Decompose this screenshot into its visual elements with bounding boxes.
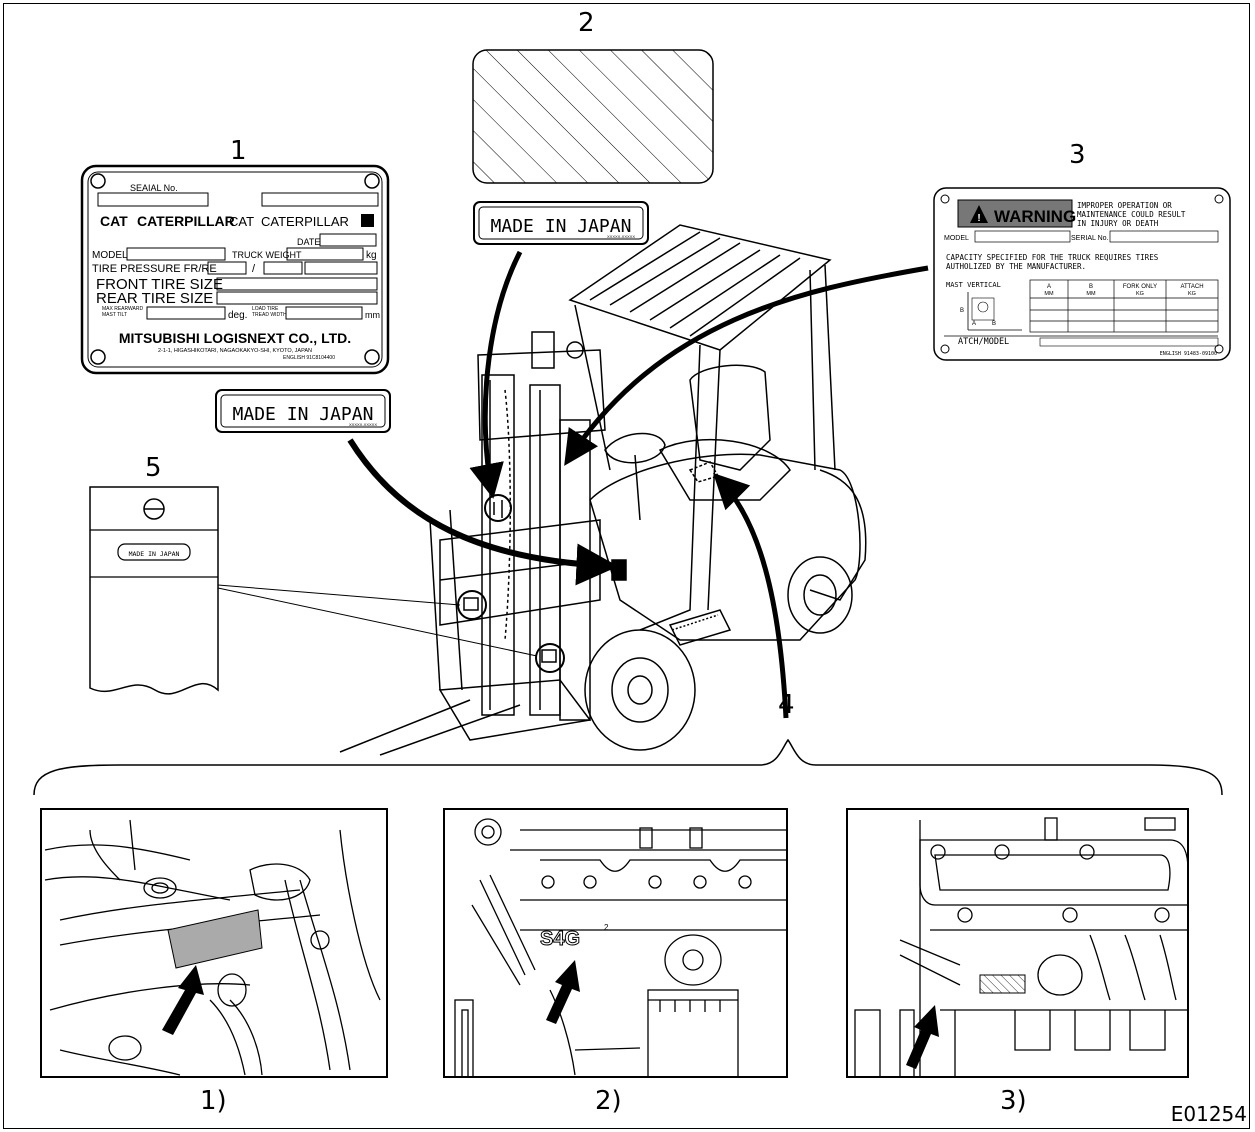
plate1-mm-unit: mm <box>365 310 380 320</box>
plate3-unit-mm1: MM <box>1044 291 1054 297</box>
caption-subfig-3: 3) <box>1000 1086 1027 1116</box>
callout-3: 3 <box>1069 140 1086 170</box>
callout-4: 4 <box>778 690 795 720</box>
made-in-japan-label-left: MADE IN JAPAN XXXXX-XXXXX <box>216 390 390 432</box>
callout-2: 2 <box>578 8 595 38</box>
plate3-warning-text-2: MAINTENANCE COULD RESULT <box>1077 210 1186 219</box>
plate3-unit-kg1: KG <box>1136 291 1144 297</box>
plate1-rear-tire-label: REAR TIRE SIZE <box>96 290 213 307</box>
plate3-col-fork: FORK ONLY <box>1123 284 1157 290</box>
plate3-unit-mm2: MM <box>1086 291 1096 297</box>
svg-text:!: ! <box>977 213 980 224</box>
plate3-warning: WARNING <box>994 207 1076 226</box>
plate3-mast-label: MAST VERTICAL <box>946 281 1001 289</box>
plate3-diagram-b: B <box>960 308 964 314</box>
plate1-deg-unit: deg. <box>228 310 247 321</box>
plate3-unit-kg2: KG <box>1188 291 1196 297</box>
plate3-model-label: MODEL <box>944 235 969 242</box>
plate3-atch-label: ATCH/MODEL <box>958 337 1009 347</box>
figure-id: E01254 <box>1171 1102 1247 1126</box>
plate3-col-b: B <box>1089 284 1093 290</box>
plate1-part-no: ENGLISH 91C8104400 <box>283 355 335 361</box>
plate1-brand-caterpillar-2: CATERPILLAR <box>261 214 349 229</box>
plate1-brand-caterpillar: CATERPILLAR <box>137 213 235 229</box>
forklift-illustration <box>340 225 866 755</box>
plate3-col-attach: ATTACH <box>1180 284 1203 290</box>
plate1-address: 2-1-1, HIGASHIKOTARI, NAGAOKAKYO-SHI, KY… <box>158 348 312 354</box>
plate3-col-a: A <box>1047 284 1051 290</box>
plate1-kg-unit: kg <box>366 250 377 261</box>
plate1-brand-cat-2: CAT <box>229 214 254 229</box>
plate1-date-label: DATE <box>297 237 320 247</box>
plate-2 <box>473 50 713 183</box>
plate1-truck-weight-label: TRUCK WEIGHT <box>232 250 302 260</box>
caption-subfig-1: 1) <box>200 1086 227 1116</box>
callout-1: 1 <box>230 136 247 166</box>
plate3-capacity-2: AUTHOLIZED BY THE MANUFACTURER. <box>946 262 1086 271</box>
caption-subfig-2: 2) <box>595 1086 622 1116</box>
callout-5: 5 <box>145 453 162 483</box>
detail-1 <box>41 809 387 1077</box>
plate3-serial-label: SERIAL No. <box>1071 235 1109 242</box>
plate3-diagram-a: A <box>972 321 976 327</box>
detail2-engine-marking: S4G <box>540 928 580 950</box>
plate1-tire-pressure-label: TIRE PRESSURE FR/RE <box>92 263 217 275</box>
plate3-warning-text-1: IMPROPER OPERATION OR <box>1077 201 1172 210</box>
plate1-model-label: MODEL <box>92 250 128 261</box>
plate1-brand-cat: CAT <box>100 213 128 229</box>
plate3-diagram-b2: B <box>992 321 996 327</box>
made-in-japan-code-top: XXXXX-XXXXX <box>607 234 635 239</box>
leader-arrows <box>350 252 928 718</box>
plate1-serial-label: SEAIAL No. <box>130 183 178 193</box>
plate3-part-no: ENGLISH 91483-09100 <box>1160 351 1217 357</box>
plate3-capacity-1: CAPACITY SPECIFIED FOR THE TRUCK REQUIRE… <box>946 253 1159 262</box>
detail-3 <box>847 809 1188 1077</box>
made-in-japan-code-left: XXXXX-XXXXX <box>349 422 377 427</box>
plate1-company: MITSUBISHI LOGISNEXT CO., LTD. <box>119 330 351 346</box>
label5-made-in-japan: MADE IN JAPAN <box>129 550 180 558</box>
detail-2: S4G 2 <box>444 809 787 1077</box>
detail2-engine-sub: 2 <box>604 923 609 932</box>
plate1-mast-tilt-2: MAST TILT <box>102 312 127 318</box>
plate-1: SEAIAL No. CAT CATERPILLAR CAT CATERPILL… <box>82 166 388 373</box>
plate1-load-tire-2: TREAD WIDTH <box>252 312 287 318</box>
made-in-japan-label-top: MADE IN JAPAN XXXXX-XXXXX <box>474 202 648 244</box>
plate3-warning-text-3: IN INJURY OR DEATH <box>1077 219 1159 228</box>
plate-3: ! WARNING IMPROPER OPERATION OR MAINTENA… <box>934 188 1230 360</box>
